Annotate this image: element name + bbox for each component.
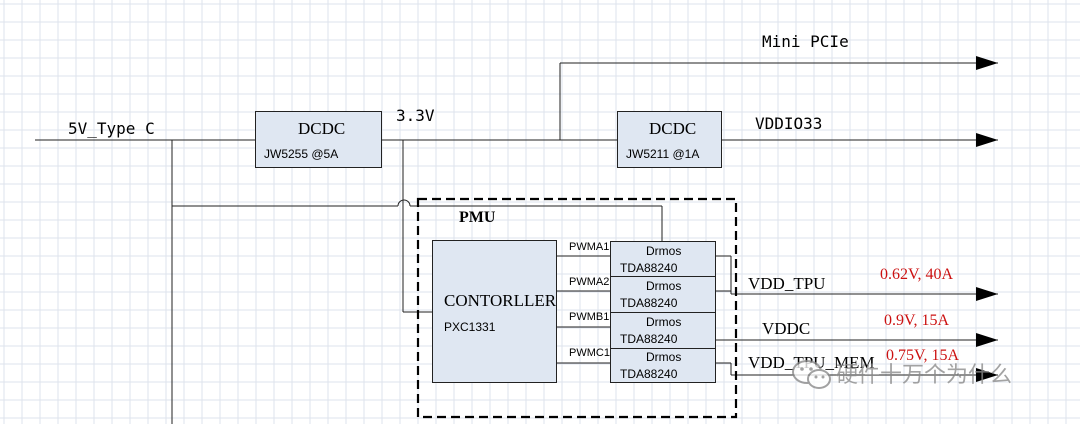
- dcdc-block-jw5211: DCDC JW5211 @1A: [617, 111, 722, 168]
- dcdc-part: JW5211 @1A: [626, 147, 700, 161]
- drmos-part: TDA88240: [620, 296, 678, 310]
- drmos-title: Drmos: [646, 350, 682, 364]
- drmos-title: Drmos: [646, 315, 682, 329]
- controller-block: CONTORLLER PXC1331: [432, 240, 557, 383]
- rail-3v3-label: 3.3V: [396, 106, 435, 125]
- watermark-text: 硬件十万个为什么: [836, 362, 1013, 387]
- controller-title: CONTORLLER: [444, 291, 557, 310]
- output-spec-vddc: 0.9V, 15A: [884, 312, 950, 329]
- pwm-label: PWMA1: [569, 241, 610, 253]
- drmos-block: Drmos TDA88240: [610, 312, 716, 349]
- vddio33-label: VDDIO33: [755, 114, 823, 133]
- pmu-boundary: [416, 197, 738, 419]
- drmos-part: TDA88240: [620, 367, 678, 381]
- output-name-vdd-tpu: VDD_TPU: [748, 274, 826, 293]
- mini-pcie-label: Mini PCIe: [762, 32, 849, 51]
- dcdc-title: DCDC: [649, 119, 697, 138]
- input-label: 5V_Type C: [68, 119, 155, 138]
- wechat-icon: [792, 360, 831, 389]
- drmos-block: Drmos TDA88240: [610, 241, 716, 277]
- pwm-label: PWMA2: [569, 276, 610, 288]
- pmu-supply-crossover: [397, 199, 411, 207]
- pwm-label: PWMC1: [569, 347, 610, 359]
- drmos-title: Drmos: [646, 244, 682, 258]
- dcdc-title: DCDC: [298, 119, 346, 138]
- output-spec-vdd-tpu-mem: 0.75V, 15A: [886, 347, 960, 364]
- drmos-block: Drmos TDA88240: [610, 348, 716, 383]
- drmos-part: TDA88240: [620, 332, 678, 346]
- controller-part: PXC1331: [444, 320, 496, 334]
- drmos-part: TDA88240: [620, 261, 678, 275]
- dcdc-part: JW5255 @5A: [264, 147, 339, 161]
- watermark: 硬件十万个为什么: [790, 357, 1050, 393]
- drmos-title: Drmos: [646, 279, 682, 293]
- output-spec-vdd-tpu: 0.62V, 40A: [880, 266, 954, 283]
- pmu-label: PMU: [459, 209, 496, 226]
- output-name-vddc: VDDC: [762, 319, 811, 338]
- dcdc-block-jw5255: DCDC JW5255 @5A: [255, 111, 382, 168]
- pwm-label: PWMB1: [569, 311, 610, 323]
- drmos-block: Drmos TDA88240: [610, 276, 716, 313]
